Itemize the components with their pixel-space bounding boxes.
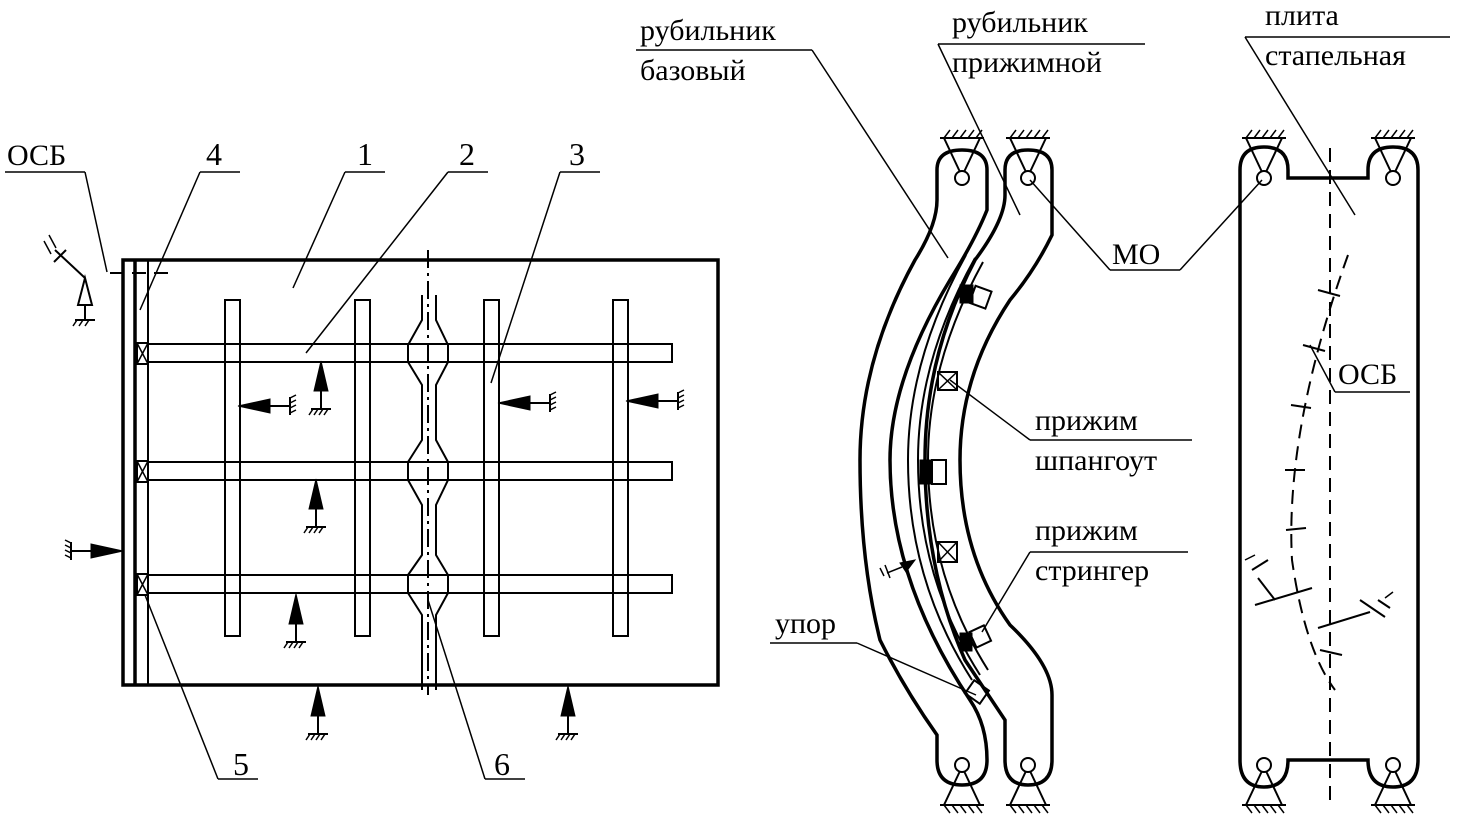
pin-top-press (1005, 129, 1051, 186)
pin-top-base (939, 129, 985, 186)
plate-pin-tl (1241, 129, 1287, 186)
clamps-middle (919, 284, 993, 706)
frames (224, 299, 629, 637)
stringers (147, 343, 673, 594)
jig-plate-outline (1238, 145, 1420, 789)
leaders (5, 171, 600, 780)
callout-3: 3 (569, 136, 585, 172)
left-view: ОСБ 4 1 2 3 5 6 (5, 136, 720, 782)
middle-view: рубильник базовый рубильник прижимной МО… (636, 6, 1450, 814)
right-view: плита стапельная ОСБ (1238, 0, 1420, 814)
rubilnik-prizhimnoy-line2: прижимной (952, 46, 1102, 79)
callout-4: 4 (206, 136, 222, 172)
callout-1: 1 (357, 136, 373, 172)
prizhim-shpangout-line2: шпангоут (1035, 444, 1157, 477)
frame (483, 299, 500, 637)
prizhim-stringer-line1: прижим (1035, 514, 1138, 547)
stringer (147, 574, 673, 594)
prizhim-shpangout-line1: прижим (1035, 404, 1138, 437)
rubilnik-bazovy-line2: базовый (640, 54, 746, 87)
rubilnik-bazovy-line1: рубильник (640, 14, 776, 47)
press-jig-body (923, 148, 1054, 787)
prizhim-stringer-line2: стрингер (1035, 554, 1149, 587)
callout-6: 6 (494, 746, 510, 782)
osb-ticks (1244, 289, 1394, 656)
stop-arrow (879, 559, 917, 579)
osb-locator (43, 234, 95, 327)
frame (224, 299, 241, 637)
fixing-symbols (43, 234, 685, 741)
callout-5: 5 (233, 746, 249, 782)
rubilnik-prizhimnoy-line1: рубильник (952, 6, 1088, 39)
frame (354, 299, 371, 637)
upor-label: упор (775, 607, 836, 640)
mo-label: МО (1112, 238, 1160, 271)
splice-joint (407, 250, 449, 695)
clamps (136, 342, 149, 596)
osb-label-right: ОСБ (1338, 358, 1397, 391)
osb-curve (1290, 254, 1349, 691)
plate-pin-tr (1370, 129, 1416, 186)
frame (612, 299, 629, 637)
callout-2: 2 (459, 136, 475, 172)
plita-line2: стапельная (1265, 39, 1406, 72)
base-arrow-right (64, 539, 124, 560)
stringer (147, 461, 673, 481)
panel-outline (121, 258, 720, 687)
base-jig-body (858, 148, 989, 787)
osb-label: ОСБ (7, 139, 66, 172)
leaders-middle (636, 36, 1450, 696)
plita-line1: плита (1265, 0, 1339, 32)
stringer (147, 343, 673, 363)
